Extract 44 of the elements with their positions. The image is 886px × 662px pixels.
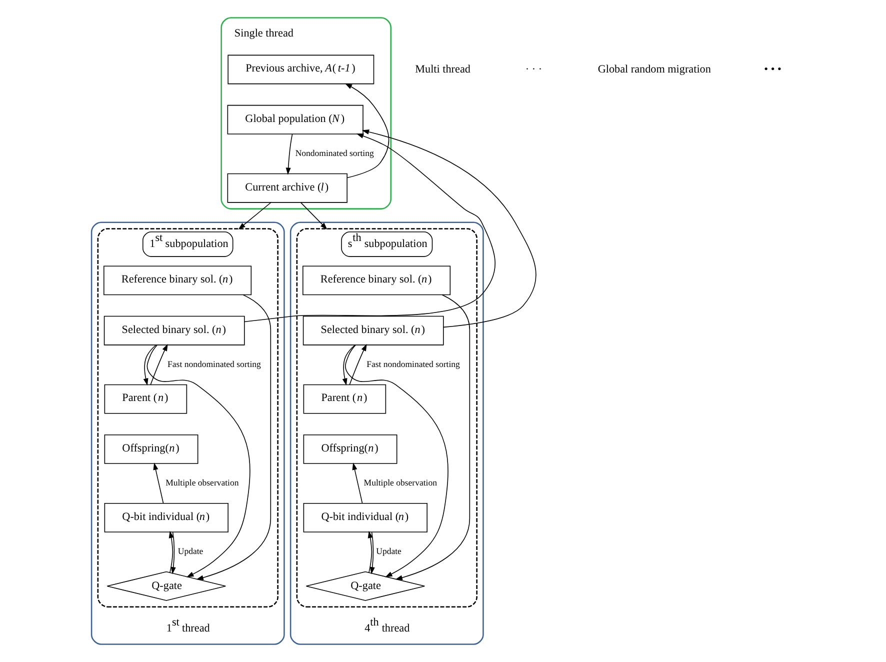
- node-box: Offspring(n): [303, 434, 398, 464]
- node-box: Current archive (l): [227, 173, 348, 203]
- arrow: [143, 344, 156, 386]
- edge-label: Update: [376, 546, 402, 556]
- node-box: Reference binary sol. (n): [104, 266, 252, 296]
- edge-label: Nondominated sorting: [295, 148, 374, 158]
- arrow: [238, 202, 272, 230]
- node-box: Selected binary sol. (n): [302, 316, 444, 346]
- node-box: Previous archive, A(t-1): [228, 54, 374, 84]
- arrow: [342, 344, 356, 386]
- arrow: [153, 462, 164, 504]
- label: · · ·: [525, 63, 542, 76]
- node-box: Parent (n): [104, 384, 188, 414]
- arrow: [349, 344, 367, 385]
- arrow: [344, 83, 390, 178]
- node-box: Q-bit individual (n): [104, 502, 228, 532]
- arrow: [146, 344, 250, 578]
- edge-label: Fast nondominated sorting: [168, 359, 261, 370]
- node-box: Q-bit individual (n): [303, 502, 428, 532]
- label: Multi thread: [415, 63, 470, 76]
- node-box: Global population (N): [227, 104, 364, 134]
- arrow: [345, 344, 448, 578]
- arrow: [395, 294, 470, 580]
- arrow: [168, 530, 174, 573]
- node-box: Reference binary sol. (n): [302, 266, 451, 296]
- arrow: [352, 462, 363, 504]
- edge-label: Update: [178, 546, 204, 556]
- arrow: [300, 202, 328, 230]
- edge-label: Multiple observation: [166, 478, 239, 488]
- arrow: [170, 532, 176, 574]
- arrow: [368, 530, 373, 573]
- node-box: Parent (n): [303, 384, 386, 414]
- node-box: Selected binary sol. (n): [104, 316, 245, 346]
- label: • • •: [764, 63, 782, 76]
- arrow: [150, 344, 168, 385]
- edge-label: Multiple observation: [364, 478, 437, 488]
- label: Global random migration: [598, 63, 711, 76]
- edge-label: Fast nondominated sorting: [366, 359, 460, 370]
- arrow: [362, 129, 536, 328]
- node-box: Offspring(n): [104, 434, 198, 464]
- arrow: [286, 134, 293, 175]
- arrow: [196, 294, 272, 580]
- arrow: [370, 532, 375, 574]
- arrow: [244, 134, 496, 322]
